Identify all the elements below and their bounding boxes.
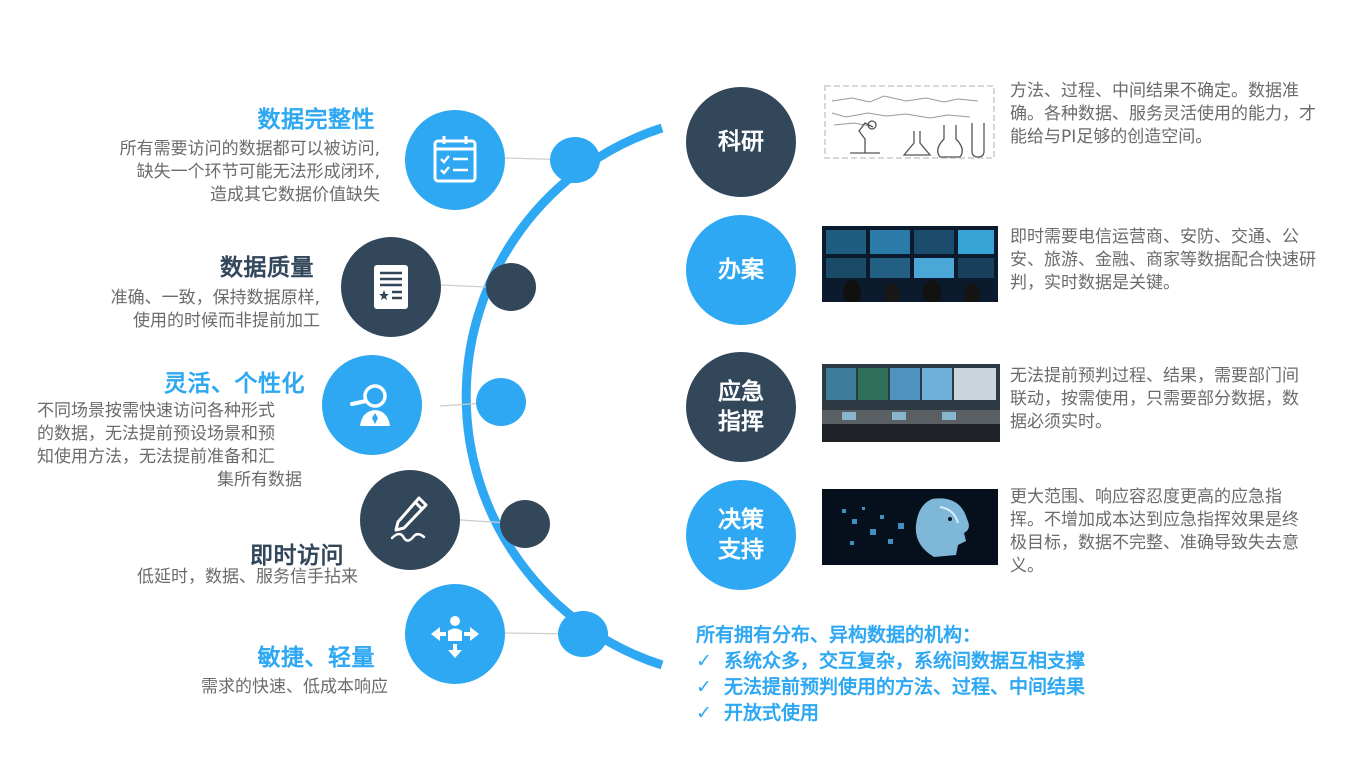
scenario-circle-research: 科研 (686, 87, 796, 197)
feature-desc-line: 不同场景按需快速访问各种形式 (37, 401, 275, 421)
feature-desc-line: 缺失一个环节可能无法形成闭环, (136, 162, 380, 182)
research-lab-sketch-image (822, 83, 997, 161)
feature-desc-line: 的数据，无法提前预设场景和预 (37, 424, 275, 444)
feature-desc-line: 需求的快速、低成本响应 (201, 677, 388, 697)
feature-desc-flexible: 不同场景按需快速访问各种形式 的数据，无法提前预设场景和预 知使用方法，无法提前… (37, 400, 327, 492)
scenario-text-research: 方法、过程、中间结果不确定。数据准确。各种数据、服务灵活使用的能力，才能给与PI… (1010, 81, 1316, 147)
feature-title-agile: 敏捷、轻量 (257, 645, 375, 671)
feature-desc-instant: 低延时，数据、服务信手拈来 (58, 566, 358, 589)
icon-circle-flexible (322, 355, 422, 455)
arc-node-5 (558, 611, 608, 657)
feature-desc-line: 所有需要访问的数据都可以被访问, (119, 139, 380, 159)
check-icon: ✓ (696, 702, 712, 724)
feature-desc-line: 知使用方法，无法提前准备和汇 (37, 447, 275, 467)
feature-desc-agile: 需求的快速、低成本响应 (88, 676, 388, 699)
summary-box: 所有拥有分布、异构数据的机构： ✓ 系统众多，交互复杂，系统间数据互相支撑 ✓ 无法… (696, 622, 1085, 726)
feature-desc-line: 造成其它数据价值缺失 (210, 185, 380, 205)
scenario-label: 应急 指挥 (718, 379, 764, 435)
feature-desc-line: 集所有数据 (217, 470, 302, 490)
command-center-photo (822, 364, 1000, 442)
feature-desc-line: 使用的时候而非提前加工 (133, 311, 320, 331)
arc-node-4 (500, 500, 550, 548)
summary-item-text: 开放式使用 (724, 702, 820, 724)
scenario-text-case: 即时需要电信运营商、安防、交通、公安、旅游、金融、商家等数据配合快速研判，实时数… (1010, 227, 1316, 293)
scenario-circle-case: 办案 (686, 215, 796, 325)
icon-circle-integrity (405, 110, 505, 210)
calendar-checklist-icon (433, 136, 477, 183)
feature-desc-quality: 准确、一致，保持数据原样, 使用的时候而非提前加工 (20, 287, 320, 333)
feature-title-flexible: 灵活、个性化 (164, 371, 305, 397)
certificate-document-icon (374, 265, 408, 309)
summary-item-3: ✓ 开放式使用 (696, 700, 1085, 726)
feature-title-quality: 数据质量 (220, 255, 314, 281)
scenario-text-decision: 更大范围、响应容忍度更高的应急指挥。不增加成本达到应急指挥效果是终极目标，数据不… (1010, 487, 1299, 576)
arc-node-2 (486, 263, 536, 311)
check-icon: ✓ (696, 650, 712, 672)
summary-item-text: 无法提前预判使用的方法、过程、中间结果 (724, 676, 1086, 698)
scenario-label: 决策 支持 (718, 507, 764, 563)
monitoring-wall-photo (822, 226, 998, 302)
feature-desc-integrity: 所有需要访问的数据都可以被访问, 缺失一个环节可能无法形成闭环, 造成其它数据价… (50, 138, 380, 207)
ai-head-graphic (822, 489, 998, 565)
person-arrows-icon (431, 616, 479, 658)
scenario-label: 办案 (718, 257, 764, 283)
icon-circle-instant (360, 470, 460, 570)
scenario-text-emergency: 无法提前预判过程、结果，需要部门间联动，按需使用，只需要部分数据，数据必须实时。 (1010, 366, 1299, 432)
feature-desc-line: 准确、一致，保持数据原样, (110, 288, 320, 308)
feature-title-instant: 即时访问 (250, 543, 344, 569)
icon-circle-agile (405, 584, 505, 684)
summary-heading: 所有拥有分布、异构数据的机构： (696, 624, 982, 646)
check-icon: ✓ (696, 676, 712, 698)
feature-desc-line: 低延时，数据、服务信手拈来 (137, 567, 358, 587)
arc-node-3 (476, 378, 526, 426)
pen-signature-icon (390, 496, 428, 542)
icon-circle-quality (341, 237, 441, 337)
arc-node-1 (550, 137, 600, 183)
scenario-circle-decision: 决策 支持 (686, 480, 796, 590)
user-search-icon (350, 384, 390, 426)
summary-item-2: ✓ 无法提前预判使用的方法、过程、中间结果 (696, 674, 1085, 700)
feature-title-integrity: 数据完整性 (257, 107, 375, 133)
scenario-label: 科研 (718, 129, 764, 155)
summary-item-text: 系统众多，交互复杂，系统间数据互相支撑 (724, 650, 1086, 672)
summary-item-1: ✓ 系统众多，交互复杂，系统间数据互相支撑 (696, 648, 1085, 674)
scenario-circle-emergency: 应急 指挥 (686, 352, 796, 462)
